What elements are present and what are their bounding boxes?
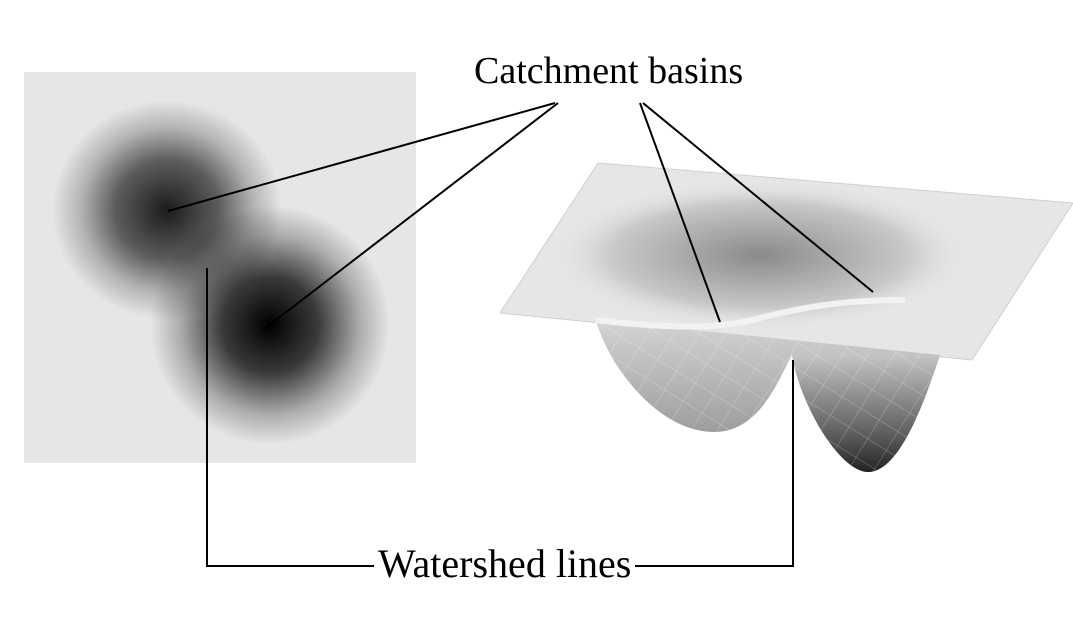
surface-plot (499, 162, 1073, 472)
leader-basin-1 (167, 102, 556, 212)
leader-basin-3 (639, 102, 721, 323)
watershed-lines-label: Watershed lines (374, 544, 636, 584)
surface-mesh (596, 320, 940, 472)
surface-ridge (595, 297, 906, 330)
catchment-basins-label: Catchment basins (470, 52, 748, 90)
leader-basin-4 (642, 102, 874, 293)
grayscale-image (24, 72, 416, 463)
leader-basin-2 (262, 102, 559, 331)
catchment-leaders (167, 102, 874, 331)
surface-depression (550, 180, 970, 330)
